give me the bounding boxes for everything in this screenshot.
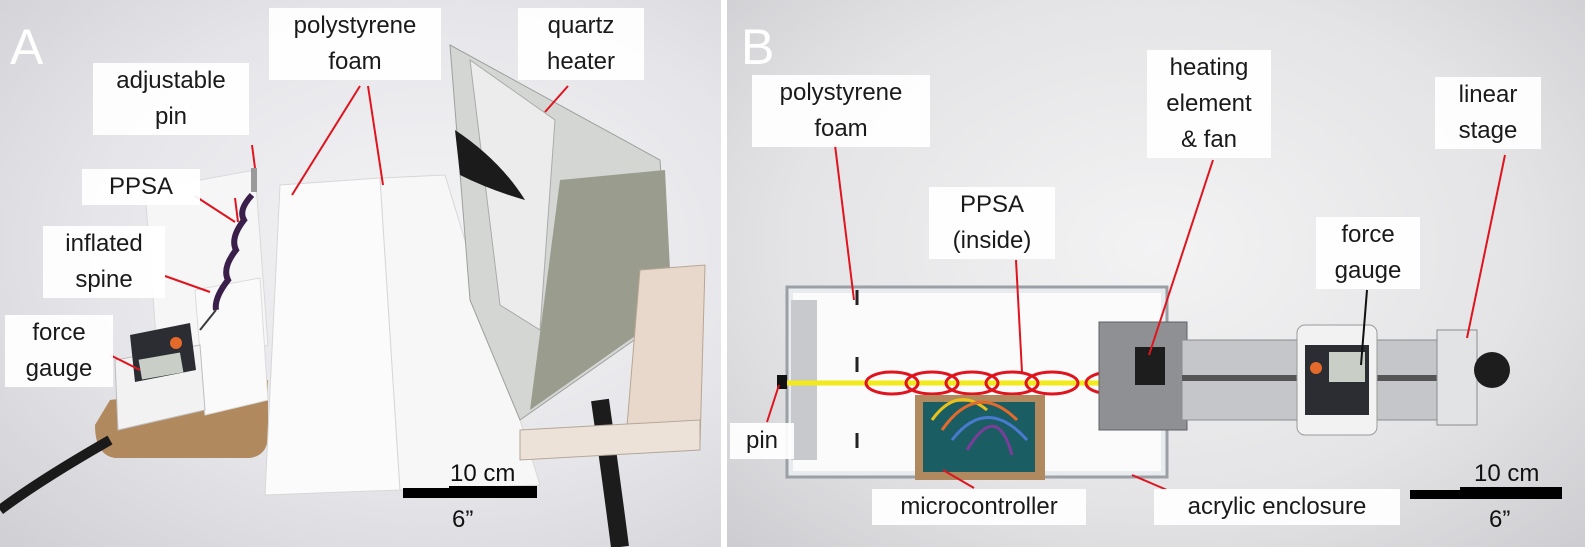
panel-a-scene — [0, 44, 706, 547]
label-quartz-heater-line-1: quartz — [547, 12, 615, 39]
label-force-gauge-a-line-1: force — [32, 319, 86, 346]
pin-b — [777, 375, 787, 389]
label-heating-element-fan-line-2: element — [1166, 90, 1252, 117]
label-inflated-spine-line-2: spine — [75, 266, 133, 293]
label-heating-element-fan: heating element & fan — [1147, 50, 1271, 158]
label-microcontroller: microcontroller — [872, 489, 1086, 525]
scale-b-imperial-label: 6” — [1489, 506, 1511, 533]
scale-b-imperial-bar — [1410, 490, 1460, 499]
label-adjustable-pin-line-1: adjustable — [116, 67, 226, 94]
jumper-wires — [930, 398, 1029, 456]
label-polystyrene-foam-b-line-2: foam — [814, 115, 868, 142]
label-polystyrene-foam-a-line-1: polystyrene — [293, 12, 417, 39]
panel-a-photo: A adjustable pin polystyrene foam quartz… — [0, 0, 721, 547]
label-quartz-heater: quartz heater — [518, 8, 644, 80]
stage-end-block — [1436, 329, 1478, 426]
label-force-gauge-a: force gauge — [5, 315, 113, 387]
label-ppsa-inside-line-1: PPSA — [959, 191, 1025, 218]
heater-cable — [591, 398, 629, 547]
panel-a-letter: A — [10, 19, 44, 75]
panel-b-scene — [766, 144, 1510, 491]
gauge-button — [170, 337, 182, 349]
panel-b-leader-lines — [766, 144, 1506, 491]
label-heating-element-fan-line-3: & fan — [1180, 126, 1238, 153]
label-linear-stage-line-2: stage — [1458, 117, 1518, 144]
label-polystyrene-foam-a-line-2: foam — [328, 48, 382, 75]
label-inflated-spine-line-1: inflated — [65, 230, 143, 257]
label-ppsa-a: PPSA — [82, 169, 200, 205]
label-force-gauge-b: force gauge — [1316, 217, 1420, 289]
cable — [0, 435, 113, 515]
scale-a-metric-bar — [449, 486, 537, 498]
foil-wrap — [791, 300, 817, 460]
adjustable-pin — [251, 168, 257, 192]
label-quartz-heater-line-2: heater — [546, 48, 616, 75]
label-ppsa-inside-line-2: (inside) — [952, 227, 1032, 254]
ruler — [519, 419, 701, 461]
scale-b-metric-label: 10 cm — [1474, 460, 1540, 487]
scale-a-imperial-bar — [403, 488, 449, 498]
ppsa-loops — [864, 370, 1140, 396]
label-ppsa-a-line-1: PPSA — [108, 173, 174, 200]
label-polystyrene-foam-a: polystyrene foam — [269, 8, 441, 80]
microcontroller-board — [923, 402, 1035, 472]
foam-board-1 — [264, 177, 401, 496]
panel-b-photo: B polystyrene foam PPSA (inside) heating… — [727, 0, 1585, 547]
panel-b-letter: B — [741, 19, 775, 75]
foam-block-front — [194, 277, 269, 416]
label-linear-stage: linear stage — [1435, 77, 1541, 149]
force-gauge-b-display — [1329, 352, 1365, 382]
label-polystyrene-foam-b: polystyrene foam — [752, 75, 930, 147]
ppsa-actuator — [212, 192, 255, 311]
label-ppsa-inside: PPSA (inside) — [929, 187, 1055, 259]
spine-tether — [199, 309, 217, 331]
label-inflated-spine: inflated spine — [43, 226, 165, 298]
label-heating-element-fan-line-1: heating — [1169, 54, 1249, 81]
label-acrylic-enclosure-line-1: acrylic enclosure — [1187, 493, 1367, 520]
label-pin-line-1: pin — [745, 427, 779, 454]
label-adjustable-pin-line-2: pin — [154, 103, 188, 130]
hand-crank — [1474, 352, 1510, 388]
scale-b-metric-bar — [1460, 487, 1562, 499]
scale-a-imperial-label: 6” — [452, 506, 474, 533]
label-polystyrene-foam-b-line-1: polystyrene — [779, 79, 903, 106]
label-adjustable-pin: adjustable pin — [93, 63, 249, 135]
label-pin: pin — [730, 423, 794, 459]
gauge-display — [138, 352, 184, 380]
label-force-gauge-b-line-1: force — [1341, 221, 1395, 248]
force-gauge-b-leader — [1360, 289, 1368, 366]
label-linear-stage-line-1: linear — [1458, 81, 1518, 108]
label-microcontroller-line-1: microcontroller — [900, 493, 1058, 520]
panel-a-leader-lines — [109, 85, 569, 371]
label-force-gauge-a-line-2: gauge — [25, 355, 93, 382]
heater-element — [455, 130, 525, 200]
scale-a-metric-label: 10 cm — [450, 460, 516, 487]
label-acrylic-enclosure: acrylic enclosure — [1154, 489, 1400, 525]
foam-board-2 — [379, 174, 541, 491]
label-force-gauge-b-line-2: gauge — [1334, 257, 1402, 284]
heater-reflector — [530, 170, 672, 410]
force-gauge-b-button — [1310, 362, 1322, 374]
